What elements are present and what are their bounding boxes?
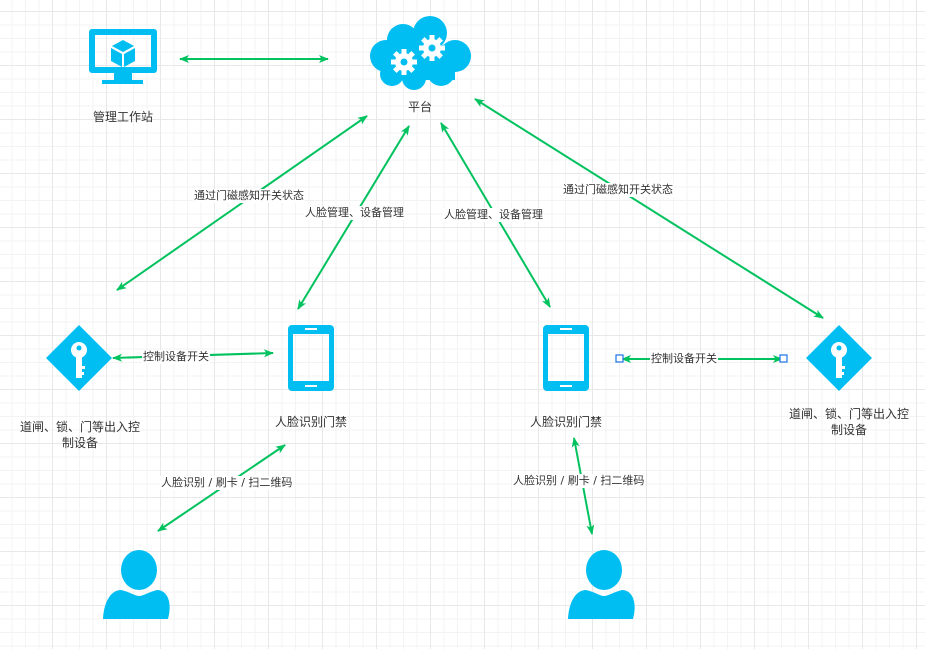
access-device-left-label-line2: 制设备: [61, 436, 98, 450]
key-diamond-icon-right[interactable]: [806, 325, 872, 391]
access-device-right-label-line2: 制设备: [830, 423, 867, 437]
edge-label-face-access-right: 控制设备开关: [650, 352, 718, 366]
user-icon-right[interactable]: [568, 550, 635, 619]
key-diamond-icon-left[interactable]: [46, 325, 112, 391]
smartphone-icon-left[interactable]: [288, 325, 334, 391]
edge-label-user-face-left: 人脸识别 / 刷卡 / 扫二维码: [160, 476, 294, 490]
edge-label-platform-face-left: 人脸管理、设备管理: [304, 206, 405, 220]
edge-label-access-face-left: 控制设备开关: [142, 350, 210, 364]
edge-label-platform-access-right: 通过门磁感知开关状态: [562, 183, 674, 197]
edge-platform-access-right[interactable]: [474, 98, 824, 319]
access-device-right-label: 道闸、锁、门等出入控 制设备: [769, 406, 925, 438]
user-icon-left[interactable]: [103, 550, 170, 619]
edge-platform-access-left[interactable]: [116, 115, 368, 291]
workstation-label: 管理工作站: [92, 110, 153, 124]
access-device-right-label-line1: 道闸、锁、门等出入控: [788, 407, 909, 421]
edge-label-platform-face-right: 人脸管理、设备管理: [443, 208, 544, 222]
edge-label-platform-access-left: 通过门磁感知开关状态: [193, 189, 305, 203]
face-terminal-right-label: 人脸识别门禁: [529, 415, 602, 429]
edge-handle-end[interactable]: [779, 354, 788, 363]
access-device-left-label-line1: 道闸、锁、门等出入控: [19, 420, 140, 434]
face-terminal-left-label: 人脸识别门禁: [274, 415, 347, 429]
edge-label-user-face-right: 人脸识别 / 刷卡 / 扫二维码: [512, 474, 646, 488]
platform-label: 平台: [407, 100, 432, 114]
smartphone-icon-right[interactable]: [543, 325, 589, 391]
cloud-gears-icon[interactable]: [370, 16, 471, 90]
edge-handle-start[interactable]: [615, 354, 624, 363]
monitor-cube-icon[interactable]: [89, 29, 157, 84]
access-device-left-label: 道闸、锁、门等出入控 制设备: [0, 419, 160, 451]
